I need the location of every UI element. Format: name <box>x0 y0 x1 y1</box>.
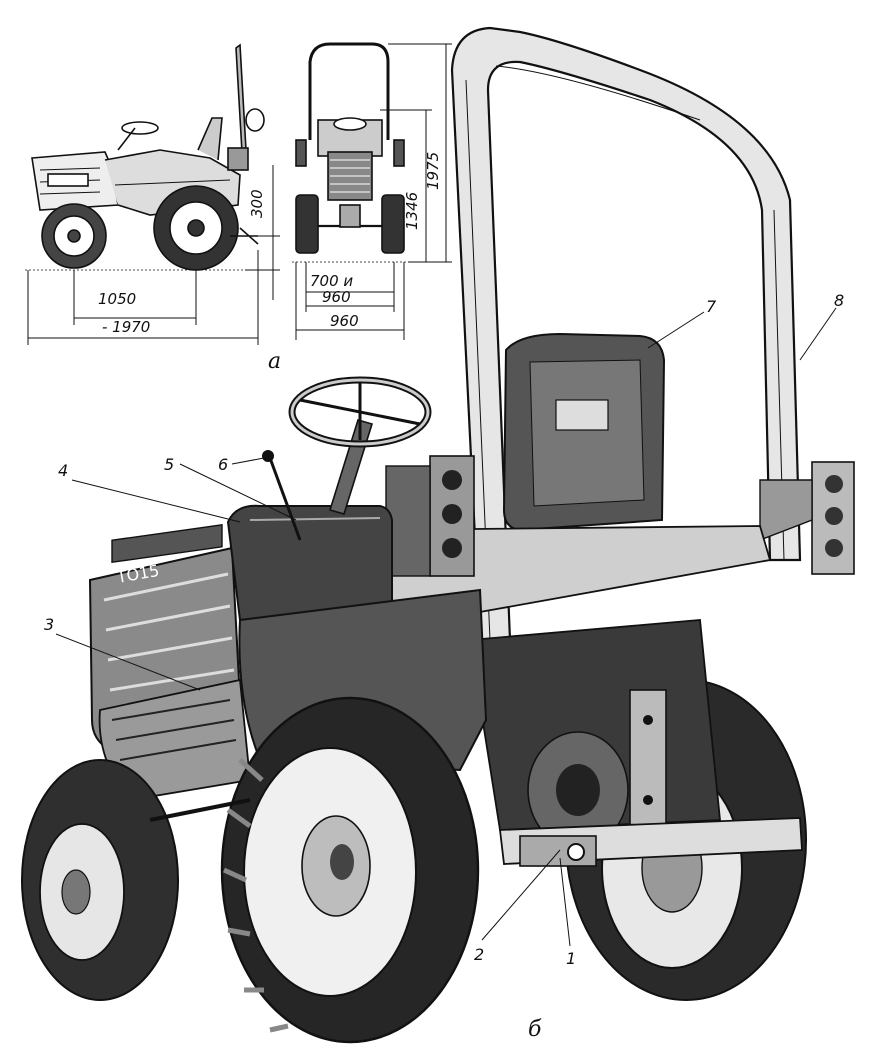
caption-b: б <box>528 1017 542 1042</box>
dim-960-outer: 960 <box>330 312 359 330</box>
front-view-dimensions <box>295 43 452 340</box>
callout-4: 4 <box>58 461 68 480</box>
dim-300: 300 <box>248 189 266 218</box>
callout-7: 7 <box>706 297 717 316</box>
side-view-drawing <box>25 43 265 271</box>
callout-5: 5 <box>164 455 174 474</box>
callout-leaders <box>55 307 837 947</box>
callout-8: 8 <box>834 291 844 310</box>
callout-3: 3 <box>44 615 54 634</box>
dim-1346: 1346 <box>403 192 421 230</box>
front-view-drawing <box>292 42 408 263</box>
dim-1975: 1975 <box>424 152 442 190</box>
callout-6: 6 <box>218 455 228 474</box>
dim-1050: 1050 <box>98 290 136 308</box>
caption-a: а <box>268 349 281 374</box>
dim-960-inner: 960 <box>322 288 351 306</box>
dim-700: 700 и <box>310 272 353 290</box>
callout-2: 2 <box>474 945 484 964</box>
callout-1: 1 <box>566 949 576 968</box>
dim-1970: - 1970 <box>102 318 150 336</box>
perspective-view-drawing: ТО15 <box>21 26 855 1044</box>
side-view-dimensions <box>27 165 280 345</box>
